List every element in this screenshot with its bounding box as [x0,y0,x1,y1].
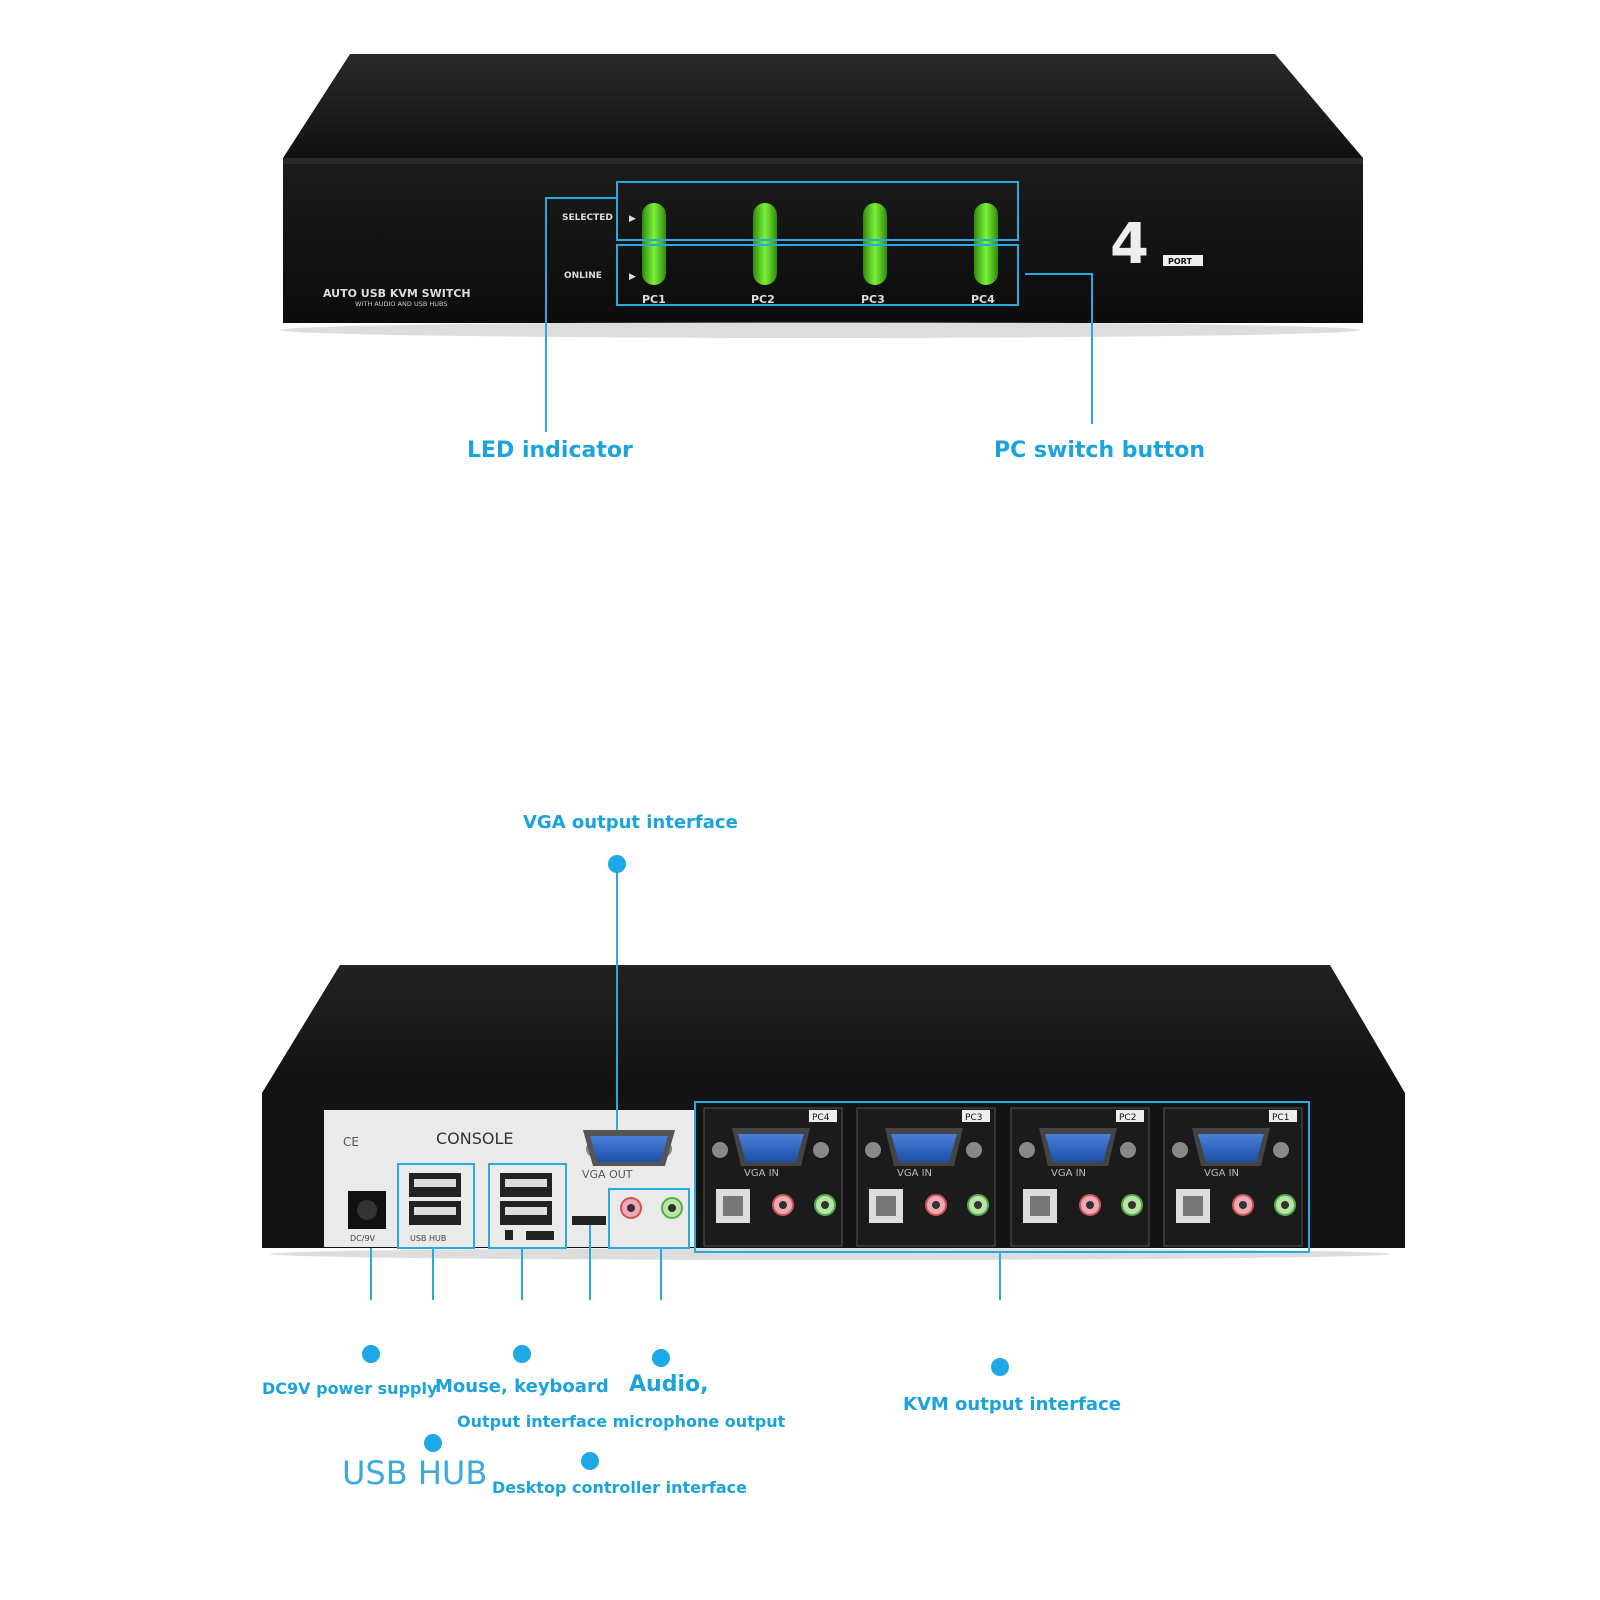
vga-out-port[interactable] [583,1130,675,1166]
vga-in-label: VGA IN [1051,1168,1086,1179]
kvm-callout-dot [991,1358,1009,1376]
ce-mark: CE [343,1135,359,1149]
mouse-callout-dot [513,1345,531,1363]
dc-power-jack[interactable] [348,1191,386,1229]
desktop-callout-dot [581,1452,599,1470]
usb-b-port[interactable] [716,1189,750,1223]
pc-switch-button-callout: PC switch button [994,438,1205,463]
audio-highlight [608,1188,690,1249]
pc-tag-label: PC4 [812,1113,830,1123]
switch-callout-line [1025,273,1093,424]
led-callout-line [545,197,617,432]
selected-label: SELECTED [562,213,613,223]
kvm-output-callout: KVM output interface [903,1394,1121,1415]
desktop-controller-callout: Desktop controller interface [492,1478,747,1497]
pc-tag-label: PC3 [965,1113,982,1123]
pc2-label: PC2 [751,293,775,306]
pc-audio-jacks[interactable] [1079,1194,1143,1216]
vga-callout-dot [608,855,626,873]
usbhub-callout-dot [424,1434,442,1452]
vga-in-label: VGA IN [897,1168,932,1179]
led-indicator-callout: LED indicator [467,438,633,463]
dc-power-callout: DC9V power supply [262,1379,438,1398]
mouse-keyboard-ports[interactable] [500,1173,554,1240]
usb-b-port[interactable] [1176,1189,1210,1223]
vga-in-label: VGA IN [1204,1168,1239,1179]
vga-in-port[interactable] [1172,1128,1289,1166]
desktop-controller-port[interactable] [572,1216,606,1225]
usb-hub-highlight [397,1163,475,1249]
output-mic-callout: Output interface microphone output [457,1412,786,1431]
rear-device-image: CE CONSOLE DC/9V USB HUB VGA OUT [262,865,1405,1300]
usb-hub-label: USB HUB [410,1234,446,1243]
pc-tag-label: PC1 [1272,1113,1289,1123]
vga-output-callout: VGA output interface [523,812,738,833]
front-device-image: SELECTED ▶ ONLINE ▶ PC1 PC2 PC3 PC4 AUTO… [280,54,1363,432]
port-badge [1163,255,1203,266]
audio-callout-dot [652,1349,670,1367]
product-line1: AUTO USB KVM SWITCH [323,287,471,300]
audio-callout: Audio, [629,1372,709,1397]
online-row-highlight [616,244,1019,306]
vga-out-label: VGA OUT [582,1168,633,1181]
mouse-keyboard-highlight [488,1163,567,1249]
console-audio-jacks[interactable] [620,1197,683,1219]
port-number: 4 [1110,212,1149,277]
vga-in-port[interactable] [865,1128,982,1166]
dc-label: DC/9V [350,1234,376,1243]
pc4-label: PC4 [971,293,995,306]
pc-audio-jacks[interactable] [772,1194,836,1216]
pc-tag-label: PC2 [1119,1113,1136,1123]
kvm-output-highlight [694,1101,1310,1253]
usb-hub-callout: USB HUB [342,1454,488,1492]
usb-b-port[interactable] [869,1189,903,1223]
vga-in-port[interactable] [1019,1128,1136,1166]
vga-in-port[interactable] [712,1128,829,1166]
vga-in-label: VGA IN [744,1168,779,1179]
online-arrow-icon: ▶ [629,272,636,282]
usb-hub-ports[interactable] [409,1173,461,1225]
selected-arrow-icon: ▶ [629,214,636,224]
pc3-label: PC3 [861,293,885,306]
mouse-keyboard-callout: Mouse, keyboard [435,1376,609,1397]
port-word: PORT [1168,257,1192,266]
pc-audio-jacks[interactable] [1232,1194,1296,1216]
pc1-label: PC1 [642,293,666,306]
pc-audio-jacks[interactable] [925,1194,989,1216]
product-line2: WITH AUDIO AND USB HUBS [355,300,447,308]
usb-b-port[interactable] [1023,1189,1057,1223]
selected-row-highlight [616,181,1019,241]
console-label: CONSOLE [436,1129,514,1148]
online-label: ONLINE [564,271,602,281]
dc-callout-dot [362,1345,380,1363]
